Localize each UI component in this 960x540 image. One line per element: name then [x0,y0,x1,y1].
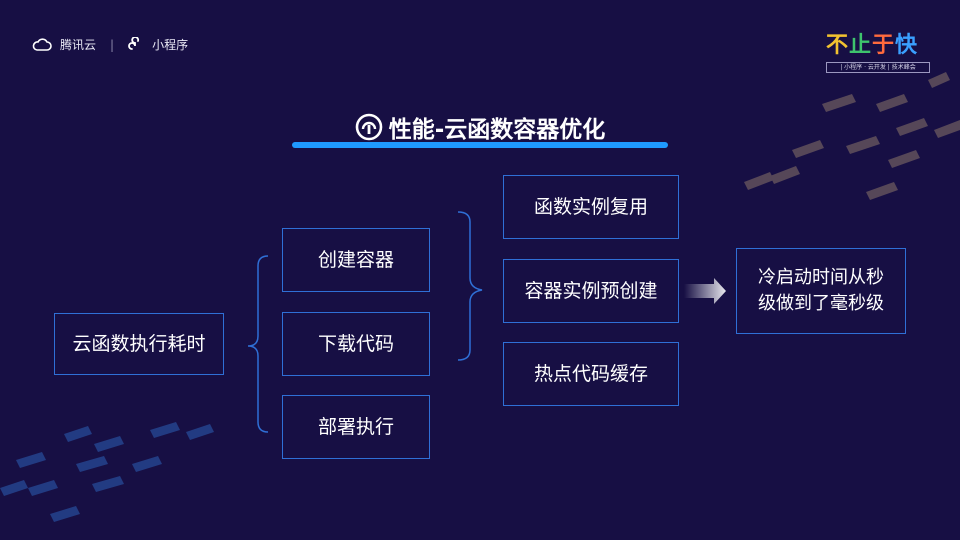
result-line: 级做到了毫秒级 [758,293,884,314]
title-wrap: 性能-云函数容器优化 [290,110,670,145]
optimization-box: 容器实例预创建 [503,259,679,323]
event-logo-char: 快 [895,33,918,58]
title-underline [292,142,668,148]
event-logo-char: 于 [872,33,895,58]
event-logo-char: 不 [826,33,849,58]
root-box: 云函数执行耗时 [54,313,224,375]
optimization-box: 函数实例复用 [503,175,679,239]
optimization-label: 函数实例复用 [533,196,648,218]
event-logo-char: 止 [849,33,872,58]
bracket-stages-to-optimizations [457,211,483,361]
optimization-box: 热点代码缓存 [503,342,679,406]
stage-box: 部署执行 [282,395,430,459]
gauge-icon [355,113,383,141]
cloud-icon [32,37,52,51]
result-box: 冷启动时间从秒 级做到了毫秒级 [736,248,906,334]
stage-box: 下载代码 [282,312,430,376]
stage-label: 下载代码 [317,333,394,355]
miniapp-name: 小程序 [152,38,189,52]
brand-name: 腾讯云 [60,38,97,52]
event-logo: 不 止 于 快 | 小程序 · 云开发 | 技术峰会 [826,34,930,73]
optimization-label: 容器实例预创建 [524,280,658,302]
page-title: 性能-云函数容器优化 [355,110,606,144]
arrow-to-result [684,278,726,304]
stage-box: 创建容器 [282,228,430,292]
event-logo-subtitle: | 小程序 · 云开发 | 技术峰会 [826,62,930,73]
stage-label: 部署执行 [317,416,394,438]
stage-label: 创建容器 [317,249,394,271]
result-line: 冷启动时间从秒 [758,267,884,288]
brand-header: 腾讯云 | 小程序 [32,36,188,53]
brand-separator: | [110,37,115,52]
miniapp-icon [128,36,140,50]
bracket-root-to-stages [247,255,269,433]
root-label: 云函数执行耗时 [72,333,206,355]
page-title-text: 性能-云函数容器优化 [388,117,606,143]
optimization-label: 热点代码缓存 [533,363,648,385]
event-logo-title: 不 止 于 快 [826,34,930,58]
